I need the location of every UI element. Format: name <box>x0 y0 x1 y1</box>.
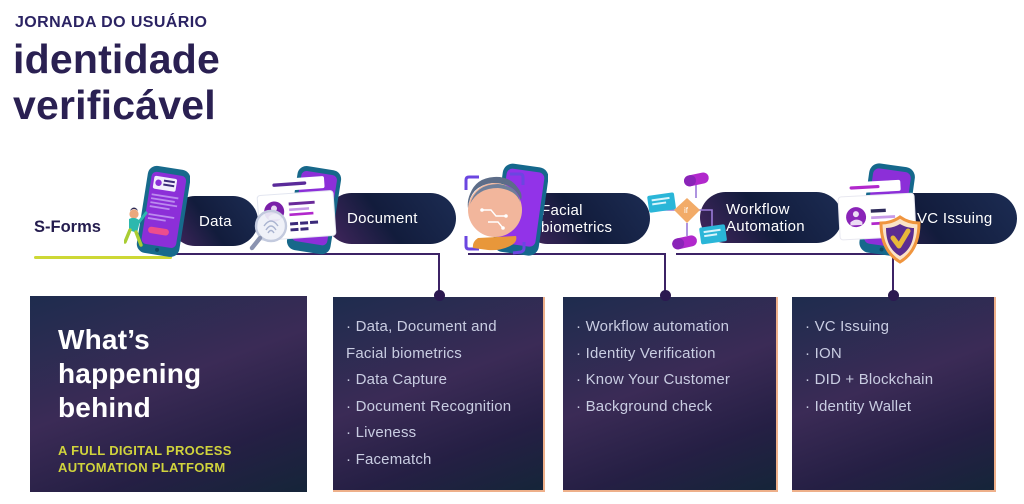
list-item: Know Your Customer <box>576 367 766 394</box>
stage-label: Facial biometrics <box>541 201 613 236</box>
stage-label: Workflow Automation <box>726 200 805 235</box>
panel-capture: Data, Document and Facial biometrics Dat… <box>333 297 545 492</box>
stage-label: VC Issuing <box>917 210 993 227</box>
list-item: Workflow automation <box>576 314 766 341</box>
connector-segment-2 <box>468 253 666 255</box>
stage-label: Data <box>199 212 232 230</box>
panel-intro-title: What’s happening behind <box>58 324 202 423</box>
connector-drop-1 <box>438 253 440 293</box>
connector-dot-3 <box>888 290 899 301</box>
connector-drop-2 <box>664 253 666 293</box>
list-item: VC Issuing <box>805 314 984 341</box>
panel-list: VC Issuing ION DID + Blockchain Identity… <box>805 314 984 420</box>
list-item: Document Recognition <box>346 394 533 421</box>
document-scan-icon <box>249 166 342 255</box>
sforms-phone-icon <box>124 165 190 257</box>
face-scan-icon <box>464 163 548 256</box>
pipeline-start-label: S-Forms <box>34 218 101 236</box>
list-item: ION <box>805 341 984 368</box>
list-item: Data, Document and Facial biometrics <box>346 314 533 367</box>
list-item: DID + Blockchain <box>805 367 984 394</box>
ground-line <box>34 256 172 259</box>
credential-shield-icon <box>837 163 921 264</box>
panel-intro: What’s happening behind A FULL DIGITAL P… <box>30 296 307 492</box>
stage-label: Document <box>347 210 418 227</box>
page-title: identidade verificável <box>13 36 220 128</box>
panel-list: Workflow automation Identity Verificatio… <box>576 314 766 420</box>
eyebrow-label: JORNADA DO USUÁRIO <box>15 14 208 31</box>
connector-dot-1 <box>434 290 445 301</box>
list-item: Identity Verification <box>576 341 766 368</box>
svg-text:if: if <box>684 206 689 215</box>
workflow-icon: if <box>647 172 727 250</box>
panel-list: Data, Document and Facial biometrics Dat… <box>346 314 533 473</box>
connector-segment-3 <box>676 253 894 255</box>
list-item: Identity Wallet <box>805 394 984 421</box>
list-item: Background check <box>576 394 766 421</box>
stage-pill-document: Document <box>326 193 456 244</box>
page-title-line1: identidade <box>13 36 221 82</box>
list-item: Data Capture <box>346 367 533 394</box>
connector-drop-3 <box>892 253 894 293</box>
list-item: Liveness <box>346 420 533 447</box>
connector-segment-1 <box>164 253 440 255</box>
panel-issuing: VC Issuing ION DID + Blockchain Identity… <box>792 297 996 492</box>
panel-verification: Workflow automation Identity Verificatio… <box>563 297 778 492</box>
connector-dot-2 <box>660 290 671 301</box>
list-item: Facematch <box>346 447 533 474</box>
page-title-line2: verificável <box>13 82 216 128</box>
panel-intro-subtitle: A FULL DIGITAL PROCESS AUTOMATION PLATFO… <box>58 443 232 475</box>
